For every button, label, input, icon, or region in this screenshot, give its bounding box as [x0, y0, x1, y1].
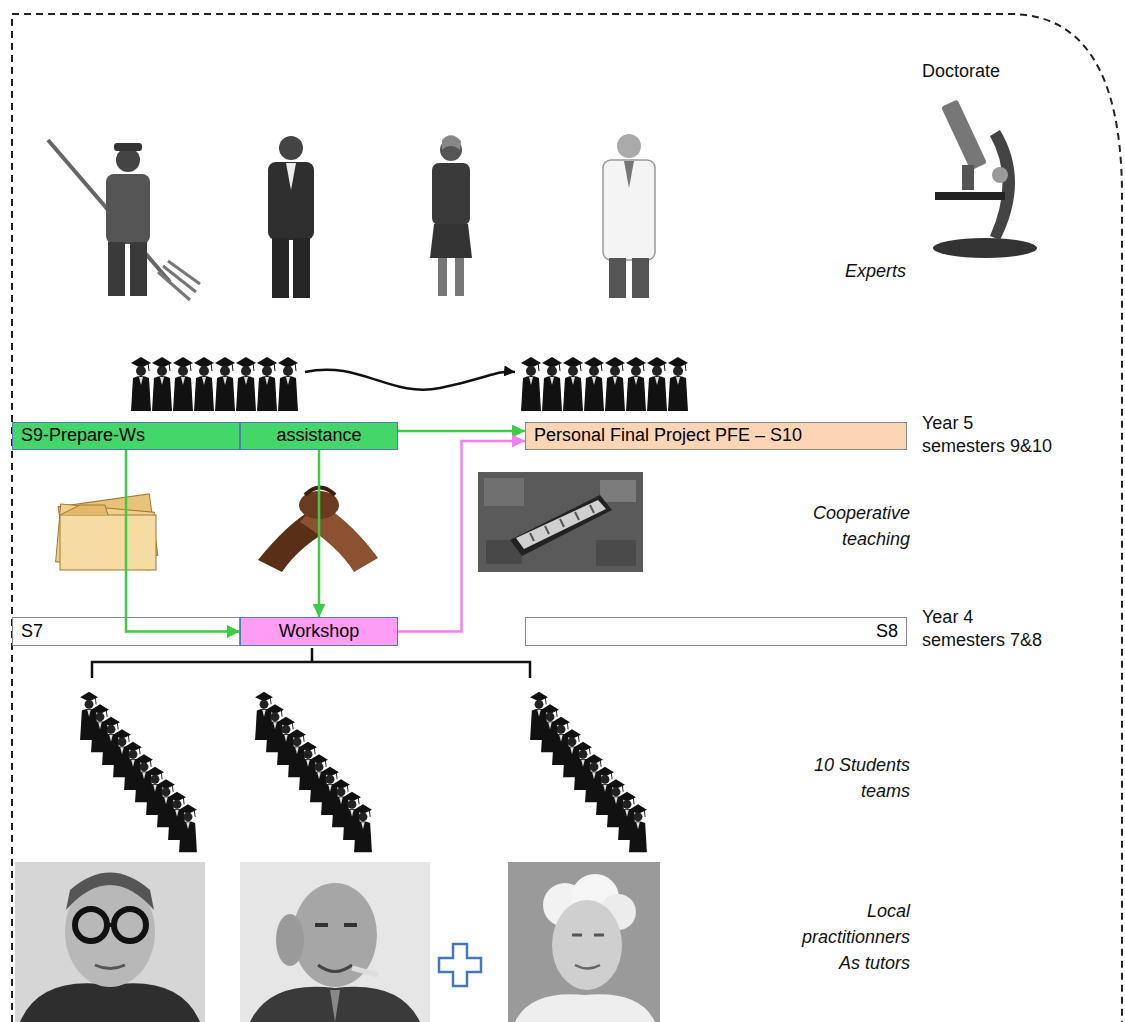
- year-label: Year 4 semesters 7&8: [922, 606, 1059, 653]
- row-label: 10 Students teams: [800, 752, 910, 804]
- project-box: Personal Final Project PFE – S10: [525, 422, 907, 450]
- graduates-row: [521, 357, 688, 411]
- bracket: [92, 648, 530, 678]
- progress-arrow: [305, 370, 515, 390]
- row-label: Experts: [796, 258, 906, 284]
- microscope-icon: [933, 99, 1037, 258]
- box-text: S9-Prepare-Ws: [21, 425, 145, 447]
- flow-arrow: [398, 441, 525, 632]
- box-text: S7: [21, 621, 43, 643]
- businessman-figure: [268, 136, 314, 298]
- doctor-figure: [603, 134, 655, 298]
- flow-arrow: [126, 450, 240, 632]
- businesswoman-figure: [430, 135, 472, 296]
- graduates-row: [131, 357, 298, 411]
- aerial-photo: [478, 472, 643, 572]
- row-label: Cooperative teaching: [795, 500, 910, 552]
- flow-arrow: [398, 430, 525, 433]
- student-team: [255, 692, 372, 853]
- farmer-figure: [48, 140, 200, 300]
- row-label: Local practitionners As tutors: [788, 898, 910, 976]
- folders-icon: [56, 494, 158, 570]
- student-team: [80, 692, 197, 853]
- semester-bar: S8: [525, 617, 907, 646]
- dashed-frame: [12, 14, 1122, 1022]
- semester-bar: S7: [12, 617, 240, 646]
- semester-box: assistance: [240, 422, 398, 450]
- flow-arrow: [318, 450, 321, 617]
- portrait-photo: [15, 862, 205, 1022]
- year-label: Year 5 semesters 9&10: [922, 412, 1059, 459]
- semester-box: S9-Prepare-Ws: [12, 422, 240, 450]
- portrait-photo: [508, 862, 660, 1022]
- plus-symbol: [439, 944, 481, 986]
- box-text: S8: [876, 621, 898, 643]
- student-team: [530, 692, 647, 853]
- box-text: Personal Final Project PFE – S10: [534, 425, 802, 447]
- box-text: assistance: [276, 425, 361, 447]
- box-text: Workshop: [279, 621, 360, 643]
- degree-label: Doctorate: [922, 60, 1052, 83]
- portrait-photo: [240, 862, 430, 1022]
- workshop-box: Workshop: [240, 617, 398, 646]
